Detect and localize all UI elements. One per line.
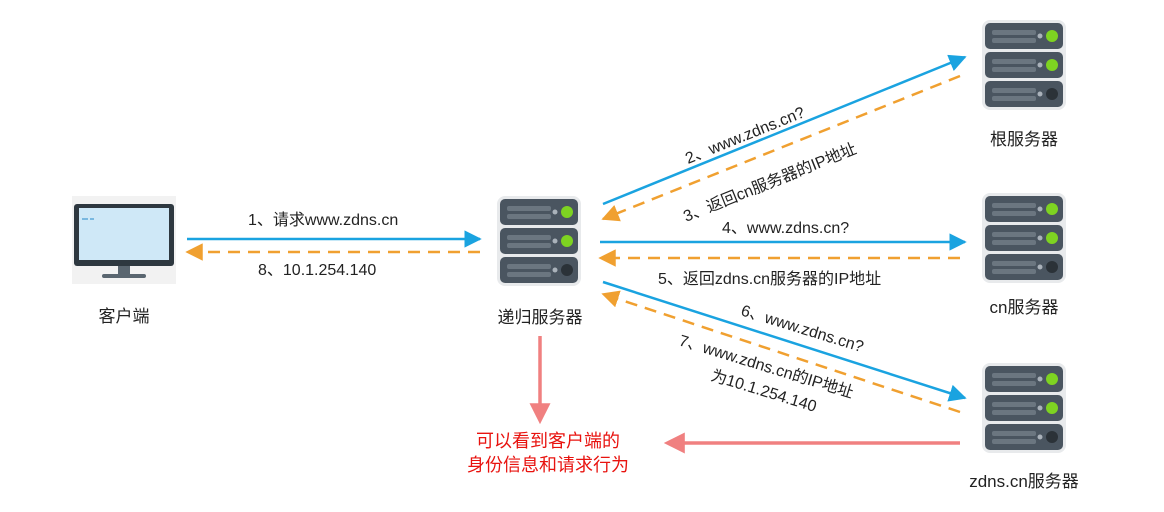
recursive-server-label: 递归服务器 — [498, 308, 583, 327]
note-line-2: 身份信息和请求行为 — [467, 455, 629, 475]
arrow-step-2 — [602, 54, 967, 206]
arrow-step-7 — [601, 290, 961, 414]
root-server-label: 根服务器 — [990, 130, 1058, 149]
step-6-label: 6、www.zdns.cn? — [739, 303, 866, 356]
recursive-server-icon — [497, 196, 581, 286]
zdns-server-label: zdns.cn服务器 — [969, 472, 1079, 491]
step-5-label: 5、返回zdns.cn服务器的IP地址 — [658, 270, 881, 288]
arrow-step-3 — [601, 74, 961, 222]
step-4-label: 4、www.zdns.cn? — [722, 220, 849, 237]
zdns-server-icon — [982, 363, 1066, 453]
client-computer-icon — [72, 196, 176, 284]
cn-server-label: cn服务器 — [990, 298, 1059, 317]
cn-server-icon — [982, 193, 1066, 283]
arrow-step-6 — [602, 280, 967, 402]
step-1-label: 1、请求www.zdns.cn — [248, 211, 398, 229]
step-2-label: 2、www.zdns.cn? — [683, 104, 807, 167]
root-server-icon — [982, 20, 1066, 110]
client-label: 客户端 — [99, 307, 150, 326]
note-line-1: 可以看到客户端的 — [476, 431, 620, 451]
step-8-label: 8、10.1.254.140 — [258, 262, 376, 279]
